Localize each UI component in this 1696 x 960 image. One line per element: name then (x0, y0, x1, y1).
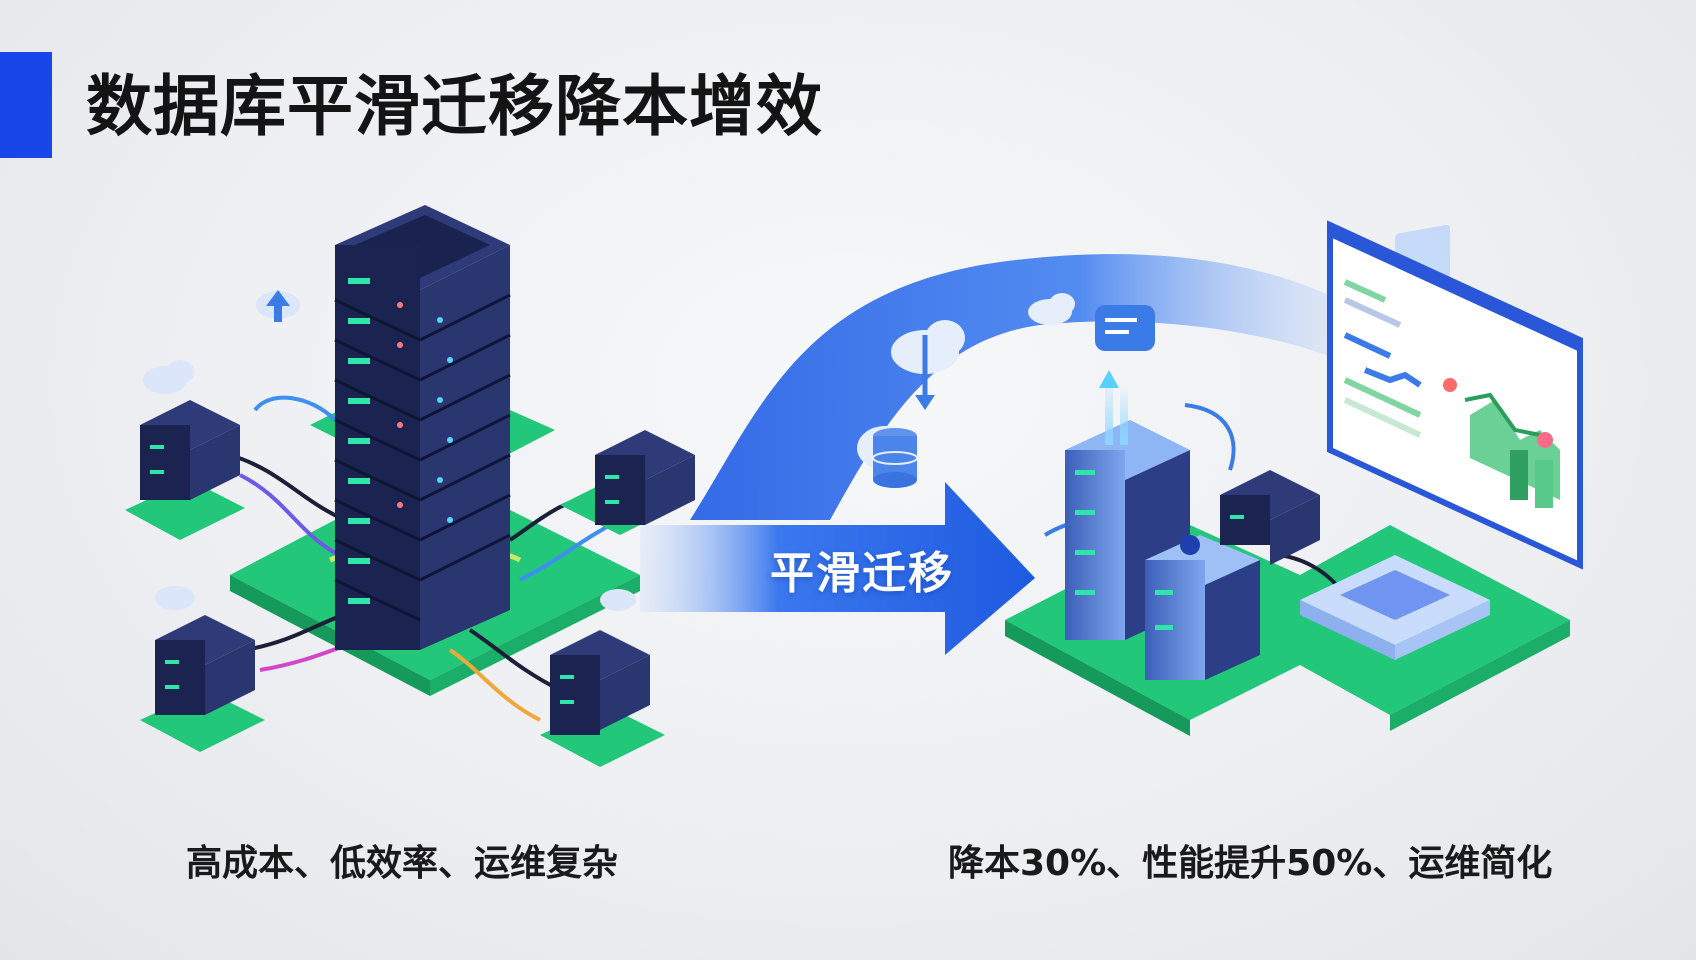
legacy-server-top-right (560, 430, 695, 535)
legacy-caption: 高成本、低效率、运维复杂 (186, 843, 619, 884)
legacy-server-bottom-right (540, 630, 665, 767)
migration-arc (690, 254, 1340, 520)
legacy-cluster (125, 205, 695, 767)
page-title: 数据库平滑迁移降本增效 (86, 68, 823, 145)
chat-card-icon (1095, 305, 1155, 351)
modern-server-dark (1220, 470, 1320, 565)
migration-arrow-label: 平滑迁移 (770, 548, 954, 599)
modern-cluster (1005, 220, 1583, 736)
ai-pedestal (1300, 224, 1490, 660)
cloud-icon (143, 360, 636, 611)
cloud-icon (1028, 293, 1075, 325)
database-icon (857, 426, 918, 488)
upload-arrow-icon (256, 290, 300, 322)
cloud-sync-icon (891, 320, 965, 410)
arc-icons (857, 293, 1155, 488)
legacy-server-bottom-left (140, 615, 265, 752)
dashboard-icon (1327, 220, 1583, 570)
modern-caption: 降本30%、性能提升50%、运维简化 (948, 843, 1553, 884)
cables (229, 395, 621, 722)
modern-server-secondary (1145, 535, 1260, 680)
migration-arrow (640, 482, 1035, 655)
title-accent-bar (0, 52, 52, 158)
legacy-server-tower (334, 205, 511, 650)
legacy-server-top-left (125, 400, 245, 540)
